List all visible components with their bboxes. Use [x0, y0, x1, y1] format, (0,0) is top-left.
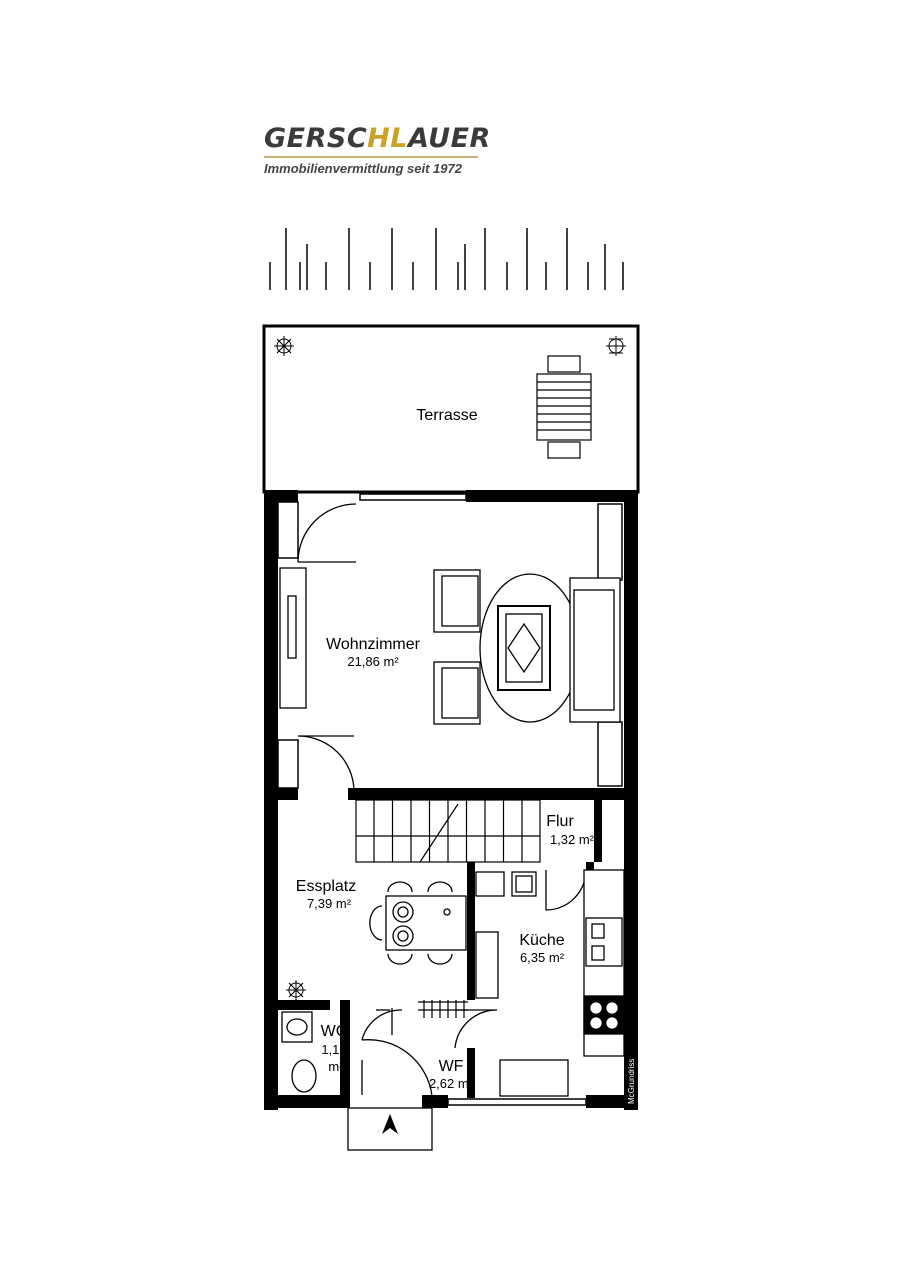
- room-label-kueche: Küche: [519, 932, 564, 949]
- logo-tagline: Immobilienvermittlung seit 1972: [264, 161, 462, 176]
- watermark: McGrundriss: [627, 1059, 636, 1104]
- entrance-step: [347, 1107, 433, 1151]
- logo-brand-part: AUER: [407, 123, 491, 154]
- garden-fence: [269, 228, 624, 290]
- room-label-essplatz: Essplatz: [296, 878, 356, 895]
- logo-brand-accent: HL: [367, 123, 408, 154]
- room-area-wohnzimmer: 21,86 m²: [347, 654, 399, 669]
- windows: [277, 493, 623, 1106]
- staircase: [355, 799, 541, 863]
- plant-icon: [286, 980, 306, 1000]
- logo-brand: GERSCHLAUER: [264, 123, 490, 154]
- walls: [264, 490, 638, 1110]
- room-area-wf: 2,62 m²: [429, 1076, 474, 1091]
- room-label-wf: WF: [439, 1058, 464, 1075]
- room-label-terrasse: Terrasse: [416, 407, 477, 424]
- north-arrow-icon: [382, 1114, 398, 1134]
- room-area-essplatz: 7,39 m²: [307, 896, 352, 911]
- terrace-outline: [262, 324, 640, 494]
- wc-fixtures: [281, 1011, 325, 1106]
- dining-table-icon: [369, 881, 467, 965]
- room-label-flur: Flur: [546, 813, 574, 830]
- watermark-bg: [624, 1060, 638, 1108]
- garden-table-icon: [536, 355, 592, 459]
- room-area-flur: 1,32 m²: [550, 832, 595, 847]
- room-label-wohnzimmer: Wohnzimmer: [326, 636, 421, 653]
- room-label-wc: WC: [321, 1023, 348, 1040]
- plant-icon: [606, 336, 626, 356]
- company-logo: GERSCHLAUER Immobilienvermittlung seit 1…: [264, 123, 490, 176]
- living-room-furniture: [279, 567, 621, 725]
- room-area-kueche: 6,35 m²: [520, 950, 565, 965]
- room-area-wc-unit: m²: [328, 1059, 344, 1074]
- kitchen-furniture: [475, 869, 625, 1097]
- plant-icon: [274, 336, 294, 356]
- room-area-wc: 1,12: [321, 1042, 346, 1057]
- logo-brand-part: GERSC: [264, 123, 368, 154]
- logo-rule: [264, 156, 478, 158]
- coat-rack-icon: [418, 1000, 468, 1018]
